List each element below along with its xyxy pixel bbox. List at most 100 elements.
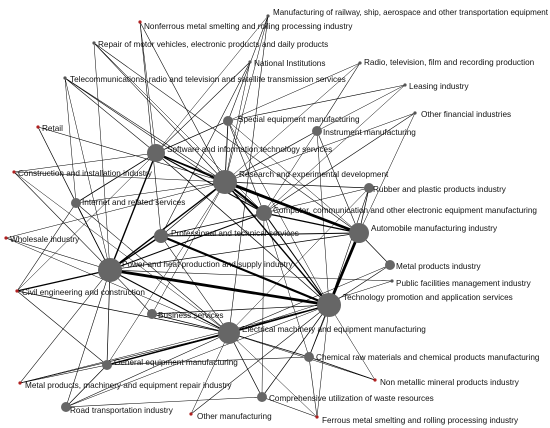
node-software <box>147 144 165 162</box>
node-label-nonmetal: Non metallic mineral products industry <box>380 378 520 387</box>
edge-instrument-research <box>224 130 318 183</box>
edge-computer-techpromo <box>263 212 330 306</box>
node-label-othermfg: Other manufacturing <box>197 412 272 421</box>
edge-instrument-automobile <box>316 130 360 234</box>
edge-rubber-computer <box>263 187 370 214</box>
edge-metalrepair-techpromo <box>19 304 330 384</box>
node-label-wholesale: Wholesale industry <box>10 235 80 244</box>
edge-publicfac-electrical <box>228 280 393 334</box>
edge-research-automobile <box>224 180 360 235</box>
node-label-business: Business services <box>158 311 224 320</box>
edge-rail-special <box>227 15 269 122</box>
node-label-software: Software and information technology serv… <box>167 145 332 154</box>
edge-rubber-electrical <box>228 187 370 334</box>
edge-general-techpromo <box>106 304 330 366</box>
edge-research-rubber <box>224 181 370 189</box>
edge-computer-automobile <box>263 212 360 234</box>
edge-leasing-special <box>227 84 406 122</box>
edge-othermfg-electrical <box>190 332 230 415</box>
node-nonmetal <box>373 378 377 382</box>
node-waste <box>257 392 267 402</box>
node-label-retail: Retail <box>42 124 63 133</box>
edge-software-computer <box>155 152 265 214</box>
node-ferrous <box>315 415 319 419</box>
edge-otherfin-research <box>224 112 416 183</box>
node-wholesale <box>4 236 8 240</box>
edge-nonmetal-techpromo <box>328 304 376 381</box>
edge-software-internet <box>75 152 157 204</box>
edge-repair-power <box>93 42 111 271</box>
node-label-computer: Computer, communication and other electr… <box>273 206 537 215</box>
edge-professional-computer <box>160 212 265 237</box>
edge-power-computer <box>109 212 265 271</box>
node-radio <box>358 61 362 65</box>
node-professional <box>154 229 168 243</box>
edge-power-software <box>109 152 157 271</box>
edge-special-computer <box>227 120 265 214</box>
edge-metalrepair-general <box>19 364 108 384</box>
node-label-electrical: Electrical machinery and equipment manuf… <box>242 325 426 334</box>
edge-instrument-techpromo <box>316 130 330 306</box>
node-power <box>98 258 122 282</box>
edge-nonmetal-electrical <box>228 332 376 381</box>
node-research <box>213 170 237 194</box>
node-label-telecom: Telecommunications, radio and television… <box>70 75 346 84</box>
edge-rubber-techpromo <box>328 187 370 306</box>
edge-professional-automobile <box>160 232 360 237</box>
edge-nonferrous-research <box>139 21 226 183</box>
edge-rail-research <box>224 15 269 183</box>
node-label-internet: Internet and related services <box>82 198 185 207</box>
node-label-general: General equipment manufacturing <box>114 358 238 367</box>
edge-chemraw-computer <box>263 212 310 358</box>
node-leasing <box>403 83 407 87</box>
node-techpromo <box>317 293 341 317</box>
edge-research-techpromo <box>224 181 330 306</box>
edge-waste-techpromo <box>261 304 330 398</box>
edge-electrical-business <box>151 313 230 334</box>
node-label-otherfin: Other financial industries <box>421 110 511 119</box>
node-layer <box>4 14 417 419</box>
edge-radio-special <box>227 62 361 122</box>
node-othermfg <box>189 412 193 416</box>
edge-civil-general <box>16 290 108 366</box>
node-rail <box>266 14 270 18</box>
label-layer: Manufacturing of railway, ship, aerospac… <box>10 8 549 425</box>
node-special <box>223 116 233 126</box>
node-national <box>248 60 252 64</box>
edge-telecom-power <box>64 77 111 271</box>
edge-ferrous-techpromo <box>316 304 330 418</box>
edge-nonferrous-professional <box>139 21 162 237</box>
edge-otherfin-computer <box>263 112 416 214</box>
node-metalprod <box>385 260 395 270</box>
edge-road-waste <box>65 396 263 408</box>
node-label-rubber: Rubber and plastic products industry <box>373 185 507 194</box>
node-label-leasing: Leasing industry <box>409 82 470 91</box>
edge-waste-electrical <box>228 332 263 398</box>
edge-professional-techpromo <box>160 235 330 306</box>
edge-construction-research <box>13 171 226 183</box>
edge-leasing-instrument <box>316 84 406 132</box>
edge-professional-research <box>160 181 226 237</box>
node-label-special: Special equipment manufacturing <box>238 115 360 124</box>
edge-general-research <box>106 181 226 366</box>
edge-special-techpromo <box>227 120 330 306</box>
edge-national-software <box>155 61 251 154</box>
edge-general-chemraw <box>106 356 310 366</box>
edge-road-electrical <box>65 332 230 408</box>
node-road <box>61 402 71 412</box>
node-civil <box>15 289 19 293</box>
edge-metalrepair-power <box>19 269 111 384</box>
edge-software-research <box>155 152 226 183</box>
edge-national-professional <box>160 61 251 237</box>
edge-general-power <box>106 269 111 366</box>
edge-telecom-internet <box>64 77 77 204</box>
edge-layer <box>5 15 416 418</box>
node-label-road: Road transportation industry <box>70 406 174 415</box>
edge-nonferrous-software <box>139 21 157 154</box>
edge-metalrepair-electrical <box>19 332 230 384</box>
node-label-waste: Comprehensive utilization of waste resou… <box>269 394 434 403</box>
edge-internet-civil <box>16 202 77 292</box>
edge-repair-research <box>93 42 226 183</box>
node-business <box>147 309 157 319</box>
